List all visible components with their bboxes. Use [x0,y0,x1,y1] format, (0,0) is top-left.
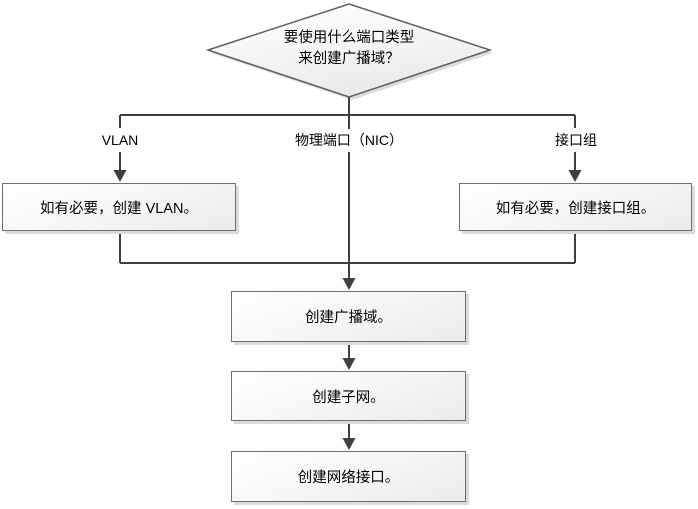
arrowhead-into-broadcast-domain-box [342,278,356,290]
box-create-broadcast-domain: 创建广播域。 [231,291,466,342]
box-create-vlan-label: 如有必要，创建 VLAN。 [40,200,198,217]
arrowhead-into-subnet-box [342,358,356,370]
arrowheads [113,170,582,450]
box-create-subnet: 创建子网。 [231,371,466,421]
branch-label-physical-port-nic: 物理端口（NIC） [294,132,404,148]
arrowhead-into-network-interface-box [342,438,356,450]
decision-question-line2: 来创建广播域？ [298,51,400,67]
arrowhead-into-vlan-box [113,170,127,182]
box-create-vlan: 如有必要，创建 VLAN。 [2,183,236,231]
box-create-interface-group-label: 如有必要，创建接口组。 [495,200,656,217]
arrowhead-into-ifgrp-box [568,170,582,182]
branch-label-interface-group: 接口组 [555,132,597,148]
box-create-network-interface: 创建网络接口。 [231,451,466,502]
decision-question: 要使用什么端口类型 来创建广播域？ [284,28,415,70]
box-create-subnet-label: 创建子网。 [312,389,385,406]
decision-question-line1: 要使用什么端口类型 [283,30,415,46]
branch-label-vlan: VLAN [101,132,139,148]
box-create-interface-group: 如有必要，创建接口组。 [459,183,692,231]
connector-paths [119,97,576,440]
box-create-network-interface-label: 创建网络接口。 [297,470,400,486]
box-create-broadcast-domain-label: 创建广播域。 [305,310,392,326]
